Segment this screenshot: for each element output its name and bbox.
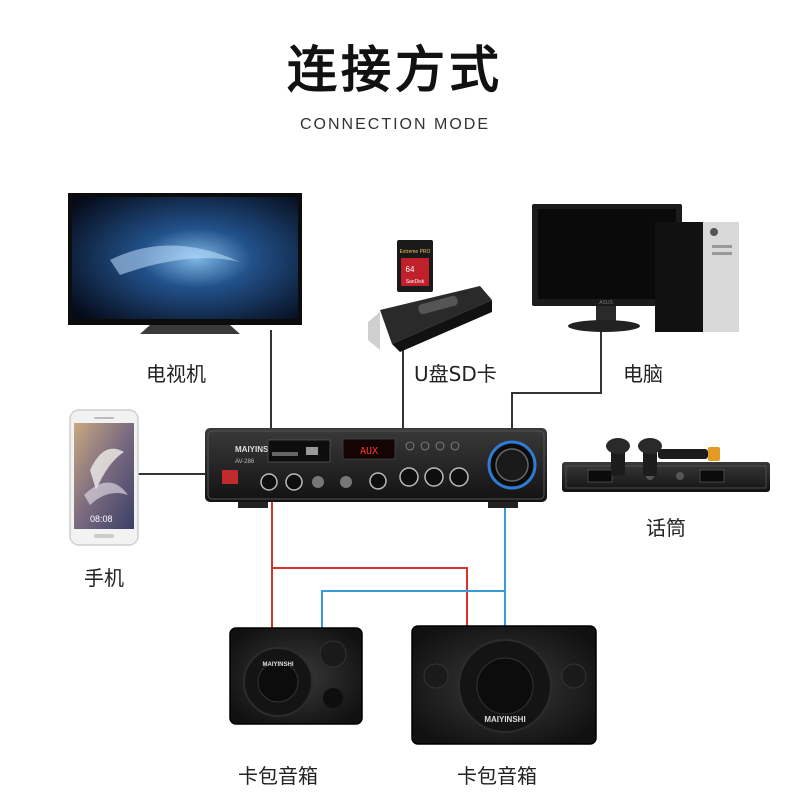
amplifier-icon: MAIYINSHI AV-286 AUX [205,428,547,508]
right-channel-wires [321,502,506,630]
sd-line-text: Extreme PRO [400,249,431,255]
computer-icon: ASUS [532,204,739,332]
sd-brand-text: SanDisk [406,279,425,285]
sd-capacity-text: 64 [406,265,415,274]
phone-icon: 08:08 [69,409,139,546]
left-channel-wires [271,502,468,630]
speaker-right-brand-text: MAIYINSHI [484,715,525,724]
speaker-left-label: 卡包音箱 [238,764,318,788]
amp-model-text: AV-286 [235,459,255,465]
amp-brand-text: MAIYINSHI [235,445,276,454]
microphone-label: 话筒 [646,516,686,540]
signal-wires [138,330,602,475]
usb-sd-icon: Extreme PRO 64 SanDisk [368,240,492,352]
tv-icon [68,193,302,334]
page-subtitle: CONNECTION MODE [300,116,490,133]
speaker-right-label: 卡包音箱 [457,764,537,788]
speaker-left-icon: MAIYINSHI [229,627,363,725]
speaker-left-brand-text: MAIYINSHI [262,662,293,668]
phone-time-text: 08:08 [90,514,113,524]
page-title: 连接方式 [287,41,503,99]
computer-brand-text: ASUS [599,300,613,306]
speaker-right-icon: MAIYINSHI [411,625,597,745]
computer-label: 电脑 [623,362,663,386]
phone-label: 手机 [84,566,124,590]
tv-label: 电视机 [146,362,206,386]
wireless-mic-receiver-icon [562,438,770,492]
amp-display-text: AUX [360,446,378,457]
usb-sd-label: U盘SD卡 [414,362,497,386]
